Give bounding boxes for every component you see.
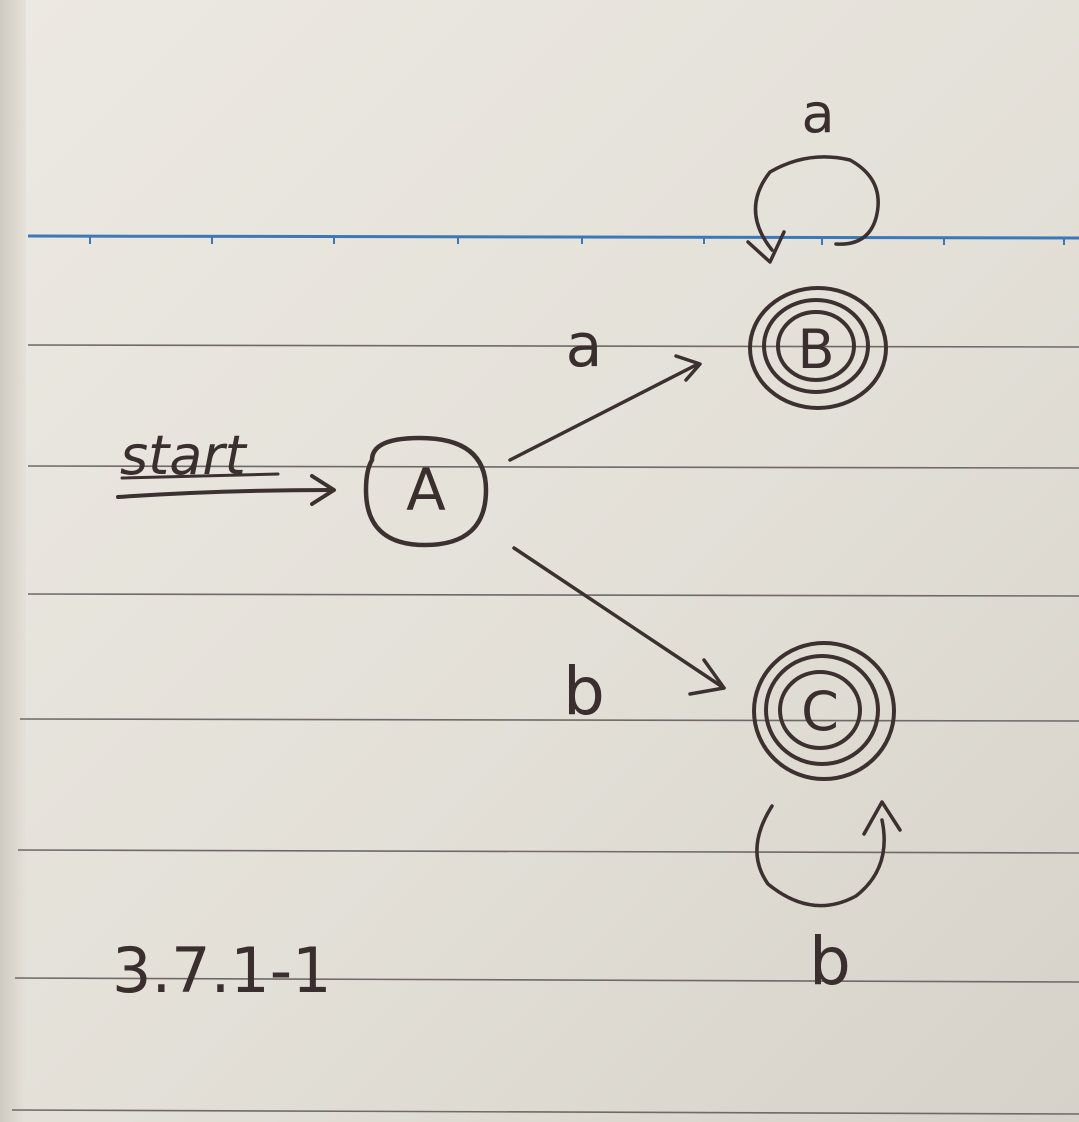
transition-a-c-symbol: b: [563, 653, 605, 730]
top-blue-rule: [27, 234, 1079, 245]
transition-a-b-symbol: a: [566, 311, 603, 381]
ruled-lines: [11, 344, 1079, 1115]
diagram-caption: 3.7.1-1: [112, 934, 332, 1007]
transition-a-to-b: [508, 354, 702, 462]
state-a-label: A: [406, 456, 446, 524]
state-c-label: C: [801, 680, 839, 743]
page-margin-edge: [0, 0, 26, 1122]
start-arrow: [116, 474, 336, 506]
self-loop-b: [746, 155, 880, 264]
self-loop-b-symbol: a: [801, 82, 834, 145]
state-b: B: [748, 286, 888, 410]
transition-a-to-c: [512, 546, 726, 696]
self-loop-c: [755, 800, 902, 908]
state-b-label: B: [797, 318, 834, 381]
state-c: C: [752, 641, 896, 781]
start-underline: [120, 472, 280, 480]
state-a: A: [363, 435, 489, 548]
self-loop-c-symbol: b: [809, 923, 851, 1000]
